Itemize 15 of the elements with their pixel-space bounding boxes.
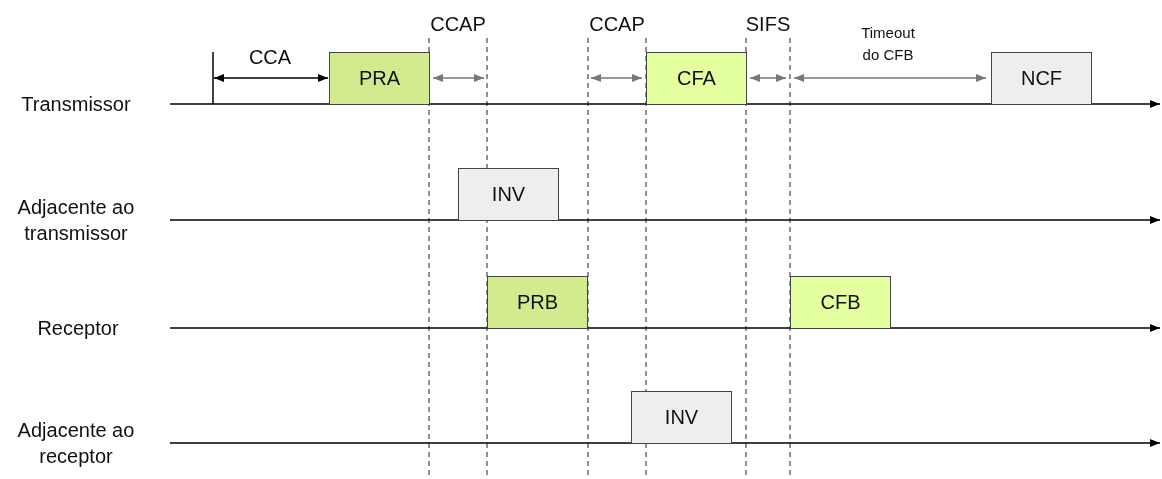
packet-box: INV	[631, 391, 732, 444]
packet-box: NCF	[991, 52, 1092, 105]
row-label: Transmissor	[20, 92, 132, 117]
interval-label: CCA	[247, 45, 293, 70]
interval-label: Timeout do CFB	[860, 23, 916, 65]
packet-box: PRB	[487, 276, 588, 329]
interval-label: CCAP	[588, 12, 646, 37]
row-label: Adjacente ao receptor	[16, 418, 136, 469]
packet-box: CFA	[646, 52, 747, 105]
row-label: Receptor	[36, 316, 120, 341]
packet-box: INV	[458, 168, 559, 221]
packet-box: PRA	[329, 52, 430, 105]
row-label: Adjacente ao transmissor	[16, 195, 136, 246]
interval-label: CCAP	[429, 12, 487, 37]
packet-box: CFB	[790, 276, 891, 329]
